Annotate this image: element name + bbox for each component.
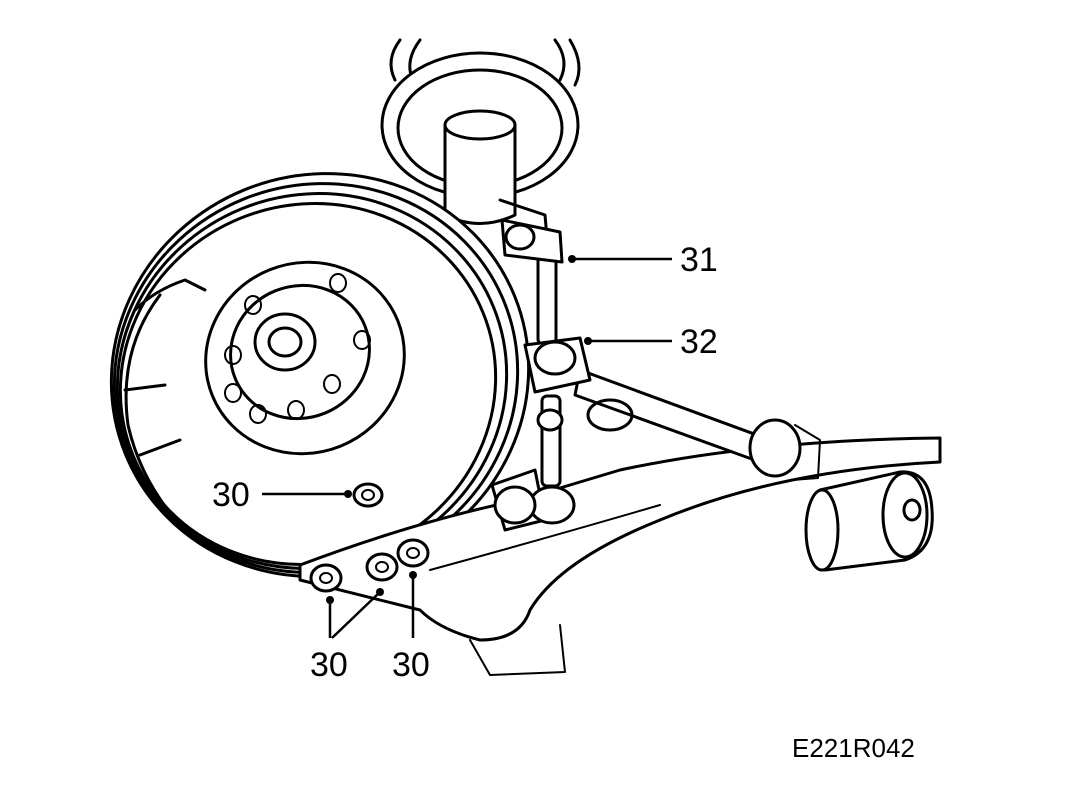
callout-30-lower-left: 30 xyxy=(310,646,348,684)
leader-30-lower-right xyxy=(409,571,417,638)
callout-31: 31 xyxy=(680,241,718,279)
leader-31 xyxy=(568,255,672,263)
dust-shield xyxy=(123,278,207,522)
tie-rod xyxy=(573,368,821,481)
leader-30-lower-left xyxy=(326,588,384,639)
nut-lower-2 xyxy=(365,552,399,582)
stabilizer-link xyxy=(500,218,592,488)
leader-30-disc xyxy=(262,490,352,498)
nut-disc xyxy=(352,482,384,508)
leader-32 xyxy=(584,337,672,345)
wheel-bolt-holes xyxy=(224,273,371,424)
callout-32: 32 xyxy=(680,323,718,361)
control-arm-bushing xyxy=(804,470,934,572)
ball-joint xyxy=(490,468,576,532)
callout-30-lower-right: 30 xyxy=(392,646,430,684)
callout-30-disc: 30 xyxy=(212,476,250,514)
nut-lower-3 xyxy=(396,538,430,568)
nut-lower-1 xyxy=(309,563,343,593)
figure-code: E221R042 xyxy=(792,733,915,763)
spring-strut xyxy=(380,38,581,252)
